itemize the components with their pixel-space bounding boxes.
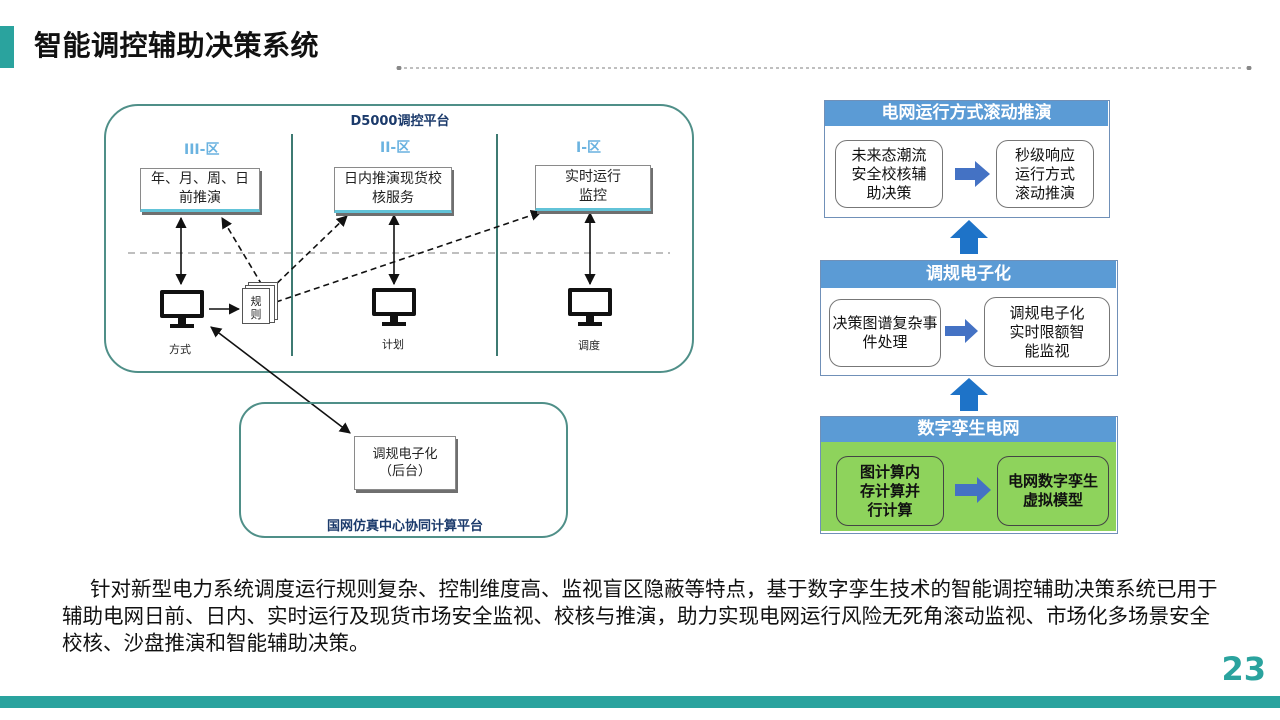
monitor-label-plan: 计划 — [382, 338, 404, 351]
zone-label-i: I-区 — [576, 140, 602, 156]
page-title: 智能调控辅助决策系统 — [34, 29, 320, 62]
title-divider — [396, 66, 1252, 70]
section2-left-label: 决策图谱复杂事件处理 — [832, 314, 938, 351]
section1-left-label: 未来态潮流安全校核辅助决策 — [851, 145, 927, 202]
summary-text: 针对新型电力系统调度运行规则复杂、控制维度高、监视盲区隐蔽等特点，基于数字孪生技… — [62, 577, 1218, 655]
monitor-label-mode: 方式 — [169, 343, 191, 356]
box-day-ahead-label: 年、月、周、日前推演 — [151, 171, 249, 206]
sgcc-platform-title: 国网仿真中心协同计算平台 — [326, 519, 483, 534]
monitor-icon — [370, 286, 418, 328]
monitor-icon — [566, 286, 614, 328]
right-arrow-icon — [955, 161, 990, 187]
summary-paragraph: 针对新型电力系统调度运行规则复杂、控制维度高、监视盲区隐蔽等特点，基于数字孪生技… — [62, 576, 1222, 657]
right-arrow-icon — [955, 477, 991, 503]
section2-left-pill: 决策图谱复杂事件处理 — [829, 299, 941, 367]
rule-document-label: 规则 — [242, 288, 270, 324]
monitor-label-dispatch: 调度 — [578, 339, 600, 352]
section2-right-label: 调规电子化实时限额智能监视 — [1009, 303, 1085, 360]
section3-right-label: 电网数字孪生虚拟模型 — [1007, 472, 1098, 509]
backend-rules-box: 调规电子化（后台） — [354, 436, 456, 490]
box-realtime-monitor: 实时运行监控 — [535, 165, 651, 211]
monitor-icon — [158, 288, 206, 330]
d5000-platform-title: D5000调控平台 — [350, 114, 450, 129]
section1-right-label: 秒级响应运行方式滚动推演 — [1014, 145, 1075, 202]
rule-document: 规则 — [242, 282, 278, 327]
up-arrow-icon — [950, 378, 988, 411]
zone-label-ii: II-区 — [380, 140, 411, 156]
sgcc-platform — [239, 402, 568, 538]
box-realtime-label: 实时运行监控 — [565, 169, 621, 204]
section-digital-twin-header: 数字孪生电网 — [821, 417, 1116, 442]
section1-left-pill: 未来态潮流安全校核辅助决策 — [835, 140, 943, 208]
backend-rules-label: 调规电子化（后台） — [372, 447, 438, 479]
section-rolling-simulation-header: 电网运行方式滚动推演 — [825, 101, 1108, 126]
box-intraday-label: 日内推演现货校核服务 — [344, 171, 442, 206]
page-number: 23 — [1221, 650, 1266, 688]
zone-label-iii: III-区 — [184, 142, 220, 158]
d5000-platform — [104, 104, 694, 373]
title-accent-bar — [0, 26, 14, 68]
section-rules-digital-header: 调规电子化 — [821, 261, 1116, 288]
box-intraday-simulation: 日内推演现货校核服务 — [334, 167, 452, 213]
section2-right-pill: 调规电子化实时限额智能监视 — [984, 297, 1110, 367]
section3-left-label: 图计算内存计算并行计算 — [859, 462, 920, 519]
section3-right-pill: 电网数字孪生虚拟模型 — [997, 456, 1109, 526]
box-day-ahead-simulation: 年、月、周、日前推演 — [140, 168, 260, 212]
section3-left-pill: 图计算内存计算并行计算 — [836, 456, 944, 526]
right-arrow-icon — [945, 319, 978, 343]
footer-bar — [0, 696, 1280, 708]
section1-right-pill: 秒级响应运行方式滚动推演 — [996, 140, 1094, 208]
up-arrow-icon — [950, 220, 988, 254]
